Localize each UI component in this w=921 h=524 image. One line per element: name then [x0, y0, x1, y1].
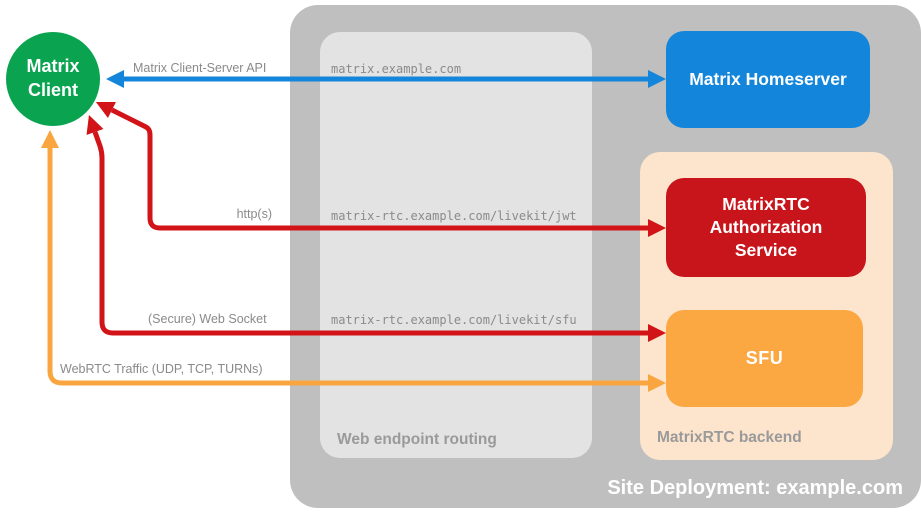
matrixrtc-backend-caption: MatrixRTC backend [657, 429, 802, 446]
endpoint-matrix-example-com: matrix.example.com [331, 62, 462, 76]
label-matrix-client-server-api: Matrix Client-Server API [133, 61, 267, 75]
matrix-client-label: Matrix Client [26, 56, 80, 100]
matrixrtc-authorization-service-node: MatrixRTC Authorization Service [666, 178, 866, 277]
endpoint-livekit-jwt: matrix-rtc.example.com/livekit/jwt [331, 209, 577, 223]
web-endpoint-routing-box [320, 32, 592, 458]
matrix-client-node: Matrix Client [6, 32, 100, 126]
web-endpoint-routing-caption: Web endpoint routing [337, 431, 497, 448]
label-webrtc-traffic: WebRTC Traffic (UDP, TCP, TURNs) [60, 362, 263, 376]
matrixrtc-authorization-service-label: MatrixRTC Authorization Service [709, 193, 823, 261]
matrix-homeserver-label: Matrix Homeserver [689, 68, 847, 89]
matrix-homeserver-node: Matrix Homeserver [666, 31, 870, 128]
label-https: http(s) [236, 207, 272, 221]
site-deployment-caption: Site Deployment: example.com [607, 477, 903, 499]
sfu-label: SFU [745, 347, 784, 368]
label-secure-web-socket: (Secure) Web Socket [148, 312, 267, 326]
endpoint-livekit-sfu: matrix-rtc.example.com/livekit/sfu [331, 313, 577, 327]
sfu-node: SFU [666, 310, 863, 407]
